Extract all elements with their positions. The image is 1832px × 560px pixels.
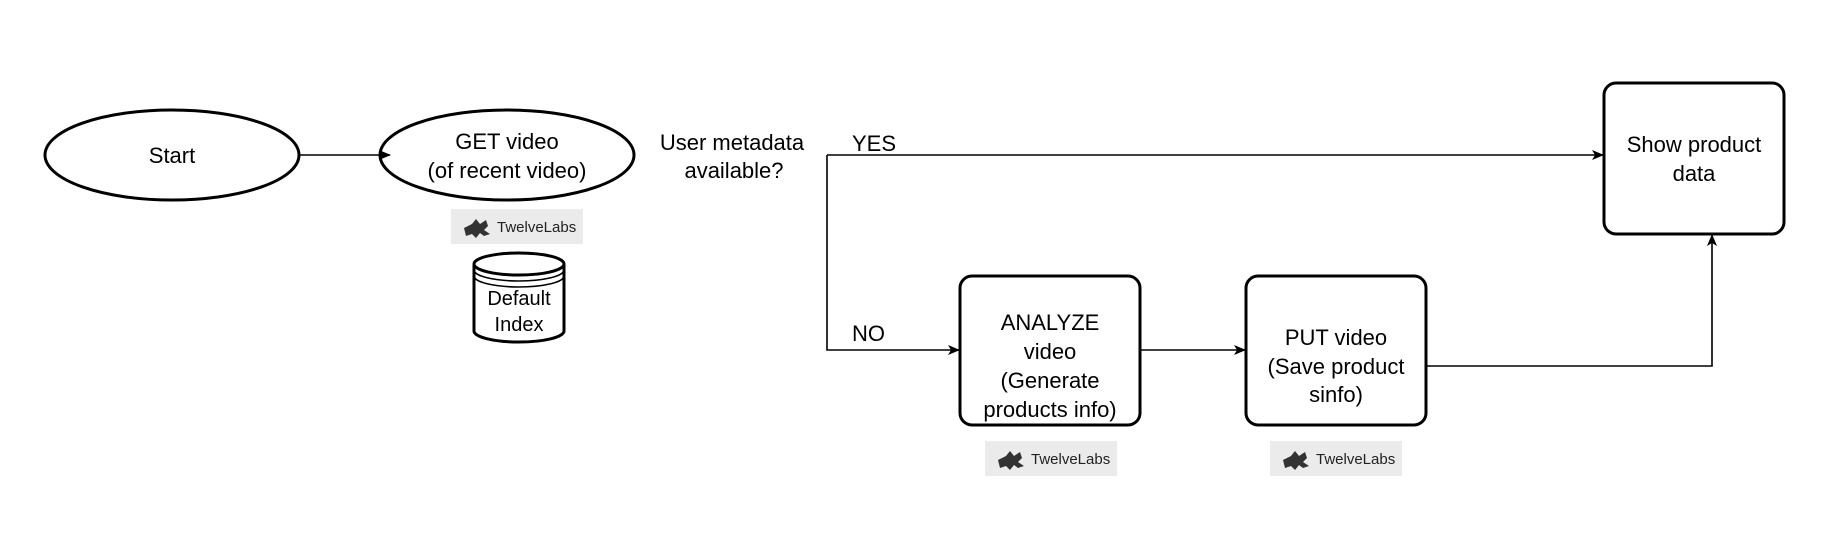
decision-label: User metadata available? [660,130,805,183]
get-video-label-line1: GET video [455,129,559,154]
put-video-node: PUT video (Save product sinfo) [1244,274,1428,427]
show-product-shape [1602,81,1786,236]
start-node: Start [43,108,301,202]
start-shape [43,108,301,202]
analyze-label-line3: (Generate [1000,368,1099,393]
get-video-label-line2: (of recent video) [428,158,587,183]
edges: YES NO [300,131,1717,367]
edge-no-to-analyze [826,155,960,355]
horse-icon [464,219,490,238]
decision-label-line1: User metadata [660,130,805,155]
twelvelabs-logo-get: TwelveLabs [451,209,583,244]
put-video-shape [1244,274,1428,427]
logo-text: TwelveLabs [1316,451,1395,468]
default-index-database: Default Index [472,251,566,344]
logo-text: TwelveLabs [1031,451,1110,468]
database-ring-2 [473,275,565,288]
database-top [472,251,566,277]
show-product-label-line2: data [1673,161,1717,186]
put-video-label-line1: PUT video [1285,325,1387,350]
put-video-label-line2: (Save product [1268,354,1405,379]
get-video-node: GET video (of recent video) [378,108,636,202]
horse-icon [1283,451,1309,470]
logo-text: TwelveLabs [497,219,576,236]
yes-label: YES [852,131,896,156]
show-product-node: Show product data [1602,81,1786,236]
edge-put-video-to-show-product [1427,234,1717,367]
database-ring-1 [473,269,565,282]
get-video-shape [378,108,636,202]
no-label: NO [852,321,885,346]
analyze-label-line2: video [1024,339,1077,364]
default-index-line1: Default [487,288,551,310]
twelvelabs-logo-analyze: TwelveLabs [985,441,1117,476]
twelvelabs-logo-put: TwelveLabs [1270,441,1402,476]
show-product-label-line1: Show product [1627,132,1762,157]
database-body [472,264,566,344]
start-label: Start [149,143,195,168]
analyze-label-line4: products info) [983,397,1116,422]
put-video-label-line3: sinfo) [1309,382,1363,407]
horse-icon [998,451,1024,470]
analyze-label-line1: ANALYZE [1001,310,1100,335]
analyze-node: ANALYZE video (Generate products info) [958,274,1142,427]
default-index-line2: Index [495,314,544,336]
decision-label-line2: available? [684,158,783,183]
